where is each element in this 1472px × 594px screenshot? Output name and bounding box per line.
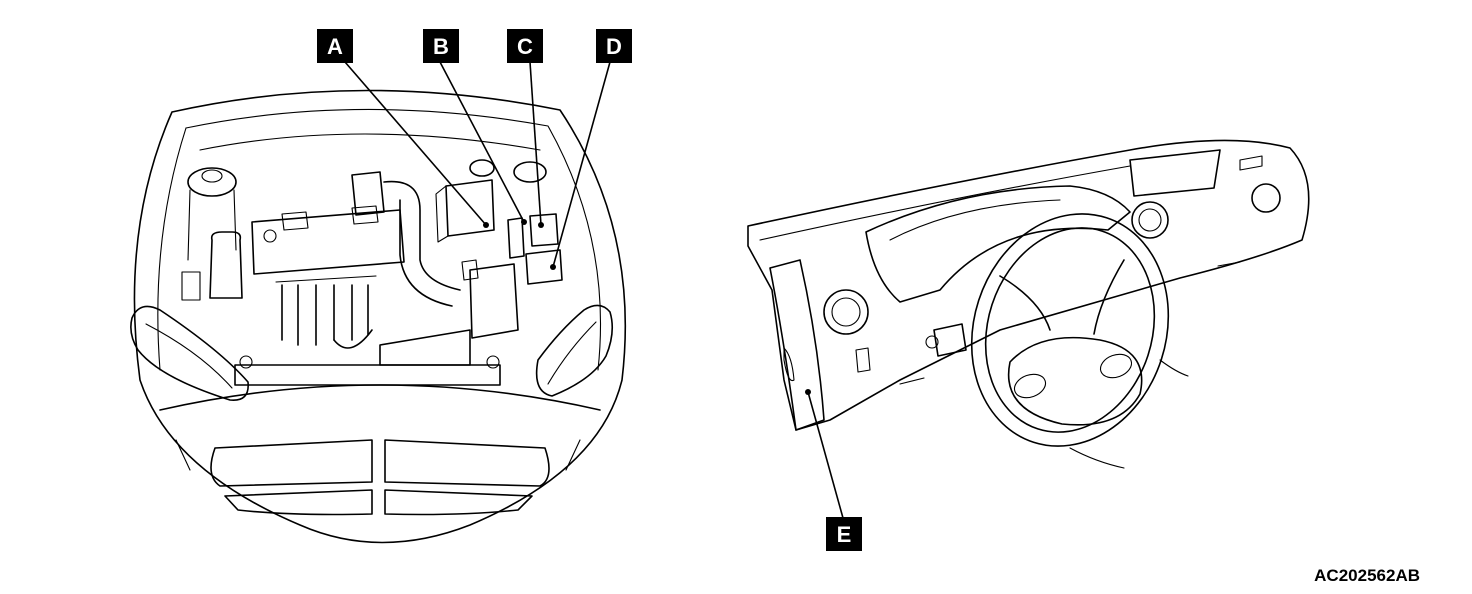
callout-c-label: C	[517, 34, 533, 59]
dashboard-illustration	[747, 139, 1310, 469]
leader-dot-c	[538, 222, 544, 228]
engine-bay-illustration	[130, 89, 627, 544]
leader-dot-d	[550, 264, 556, 270]
callout-b-box	[423, 29, 459, 63]
callout-e-label: E	[837, 522, 852, 547]
callout-d: D	[596, 29, 632, 63]
callout-a-label: A	[327, 34, 343, 59]
callout-d-box	[596, 29, 632, 63]
callout-c-box	[507, 29, 543, 63]
leader-line-e	[807, 391, 844, 519]
leader-line-d	[552, 61, 611, 268]
figure-code: AC202562AB	[1314, 566, 1420, 585]
leader-dot-e	[805, 389, 811, 395]
callout-d-label: D	[606, 34, 622, 59]
callout-a-box	[317, 29, 353, 63]
leader-line-c	[529, 61, 542, 226]
leader-line-a	[344, 61, 487, 226]
leader-dot-a	[483, 222, 489, 228]
callout-e: E	[826, 517, 862, 551]
callout-e-box	[826, 517, 862, 551]
leader-line-b	[439, 61, 525, 223]
callout-b-label: B	[433, 34, 449, 59]
callout-c: C	[507, 29, 543, 63]
callout-b: B	[423, 29, 459, 63]
callout-a: A	[317, 29, 353, 63]
leader-dot-b	[521, 219, 527, 225]
